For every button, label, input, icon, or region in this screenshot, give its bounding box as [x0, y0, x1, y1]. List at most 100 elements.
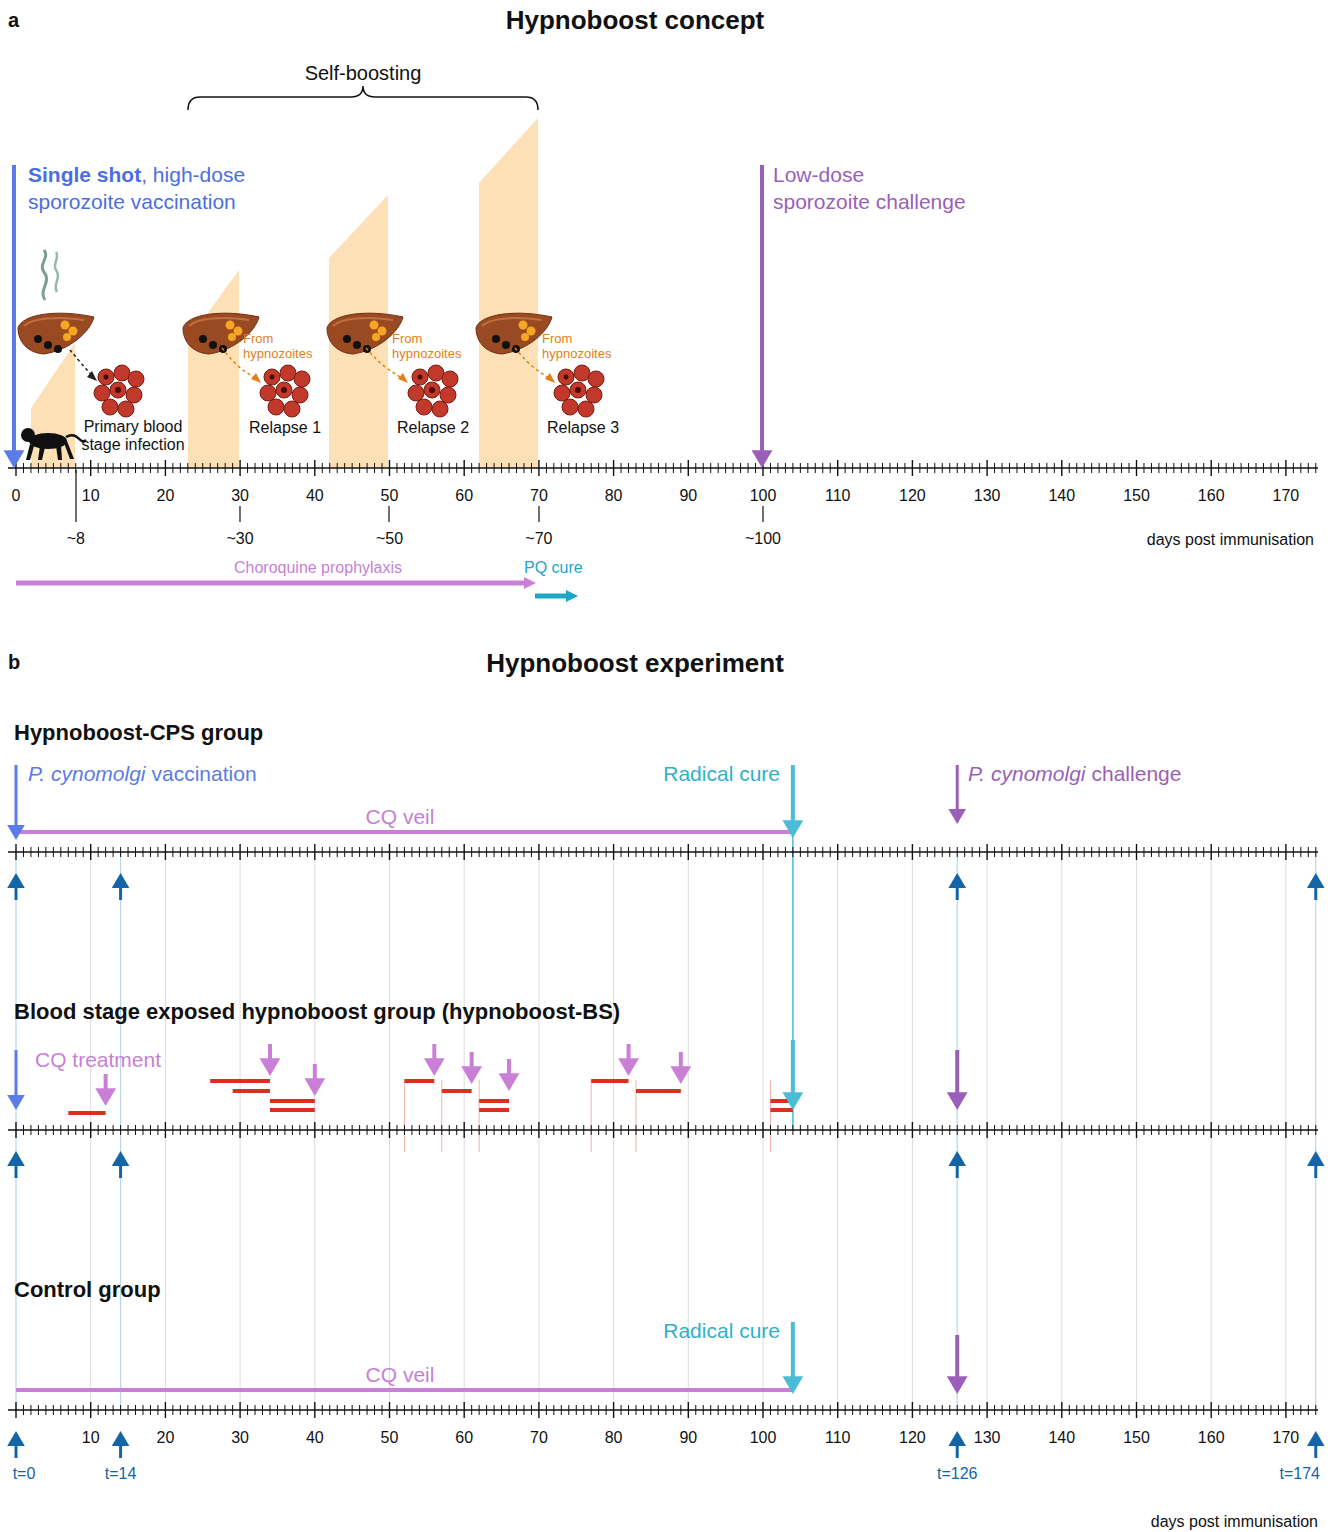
axis-tick	[1210, 1122, 1211, 1138]
axis-tick	[800, 1125, 801, 1135]
gridline	[538, 852, 539, 1410]
axis-tick	[733, 847, 734, 857]
axis-tick	[307, 463, 308, 473]
axis-tick	[1270, 463, 1271, 473]
axis-tick	[344, 847, 345, 857]
axis-tick	[718, 463, 719, 473]
axis-tick	[643, 847, 644, 857]
axis-tick	[449, 463, 450, 473]
cq-veil-bar	[16, 830, 793, 834]
parasitaemia-bar	[270, 1099, 315, 1103]
axis-tick	[1129, 847, 1130, 857]
axis-tick	[1263, 463, 1264, 473]
axis-tick	[897, 463, 898, 473]
axis-tick-label: Relapse 2	[397, 419, 469, 437]
axis-tick	[165, 1402, 166, 1418]
axis-tick	[68, 1125, 69, 1135]
axis-tick	[673, 463, 674, 473]
axis-tick	[538, 844, 539, 860]
axis-tick	[277, 463, 278, 473]
axis-tick-label: 110	[825, 1429, 851, 1447]
axis-tick	[1241, 847, 1242, 857]
axis-tick	[957, 1405, 958, 1415]
axis-tick	[247, 1125, 248, 1135]
hypnozoite-label: From hypnozoites	[392, 332, 472, 362]
axis-tick	[919, 463, 920, 473]
axis-tick	[919, 1405, 920, 1415]
axis-tick	[1181, 847, 1182, 857]
axis-tick	[90, 844, 91, 860]
axis-tick	[523, 463, 524, 473]
gridline	[389, 852, 390, 1410]
axis-tick	[1084, 1405, 1085, 1415]
axis-tick	[329, 847, 330, 857]
axis-tick	[927, 1125, 928, 1135]
axis-tick	[613, 460, 614, 476]
axis-tick	[23, 847, 24, 857]
axis-tick	[1241, 1405, 1242, 1415]
axis-tick	[1016, 1405, 1017, 1415]
axis-tick	[486, 847, 487, 857]
axis-tick	[1203, 1405, 1204, 1415]
axis-tick	[314, 1402, 315, 1418]
axis-tick	[53, 463, 54, 473]
axis-tick	[942, 463, 943, 473]
axis-tick	[344, 463, 345, 473]
axis-tick	[1166, 463, 1167, 473]
axis-tick	[441, 463, 442, 473]
axis-tick-label: 160	[1198, 487, 1225, 505]
axis-tick	[807, 1125, 808, 1135]
axis-tick	[322, 847, 323, 857]
timepoint-label: t=0	[13, 1465, 36, 1483]
axis-tick	[972, 1405, 973, 1415]
axis-tick	[837, 1122, 838, 1138]
axis-tick	[314, 844, 315, 860]
axis-tick	[591, 847, 592, 857]
panel-title: Hypnoboost concept	[506, 6, 765, 36]
timepoint-label: t=174	[1280, 1465, 1320, 1483]
sampling-arrow	[1314, 1445, 1317, 1458]
axis-tick	[785, 847, 786, 857]
axis-tick	[516, 847, 517, 857]
axis-tick-label: 40	[306, 487, 324, 505]
axis-tick	[1166, 1405, 1167, 1415]
axis-tick	[210, 1125, 211, 1135]
axis-tick	[785, 463, 786, 473]
stage-label: Primary blood stage infection	[71, 418, 196, 455]
axis-tick	[1099, 847, 1100, 857]
axis-tick	[516, 1405, 517, 1415]
vaccination-label: Single shot	[28, 163, 141, 187]
axis-tick	[1315, 1125, 1316, 1135]
axis-tick	[352, 847, 353, 857]
axis-tick	[471, 463, 472, 473]
radical-cure-label: Radical cure	[663, 1319, 780, 1343]
axis-tick-label: 80	[605, 487, 623, 505]
axis-tick	[710, 1405, 711, 1415]
axis-tick	[1091, 463, 1092, 473]
bar-guide	[591, 1080, 592, 1152]
axis-tick	[725, 1125, 726, 1135]
axis-tick	[180, 463, 181, 473]
axis-tick	[621, 1125, 622, 1135]
axis-tick	[98, 1125, 99, 1135]
axis-tick	[748, 463, 749, 473]
axis-tick	[1278, 847, 1279, 857]
axis-tick	[755, 463, 756, 473]
axis-tick	[411, 1125, 412, 1135]
axis-tick	[725, 463, 726, 473]
axis-tick-label: Relapse 3	[547, 419, 619, 437]
axis-tick	[120, 1125, 121, 1135]
axis-tick	[247, 1405, 248, 1415]
axis-tick-label: 170	[1273, 1429, 1300, 1447]
axis-tick	[1136, 1122, 1137, 1138]
axis-tick	[538, 460, 539, 476]
axis-tick	[740, 1405, 741, 1415]
axis-tick	[934, 1405, 935, 1415]
axis-tick	[509, 847, 510, 857]
axis-tick	[673, 1125, 674, 1135]
axis-tick	[598, 1405, 599, 1415]
axis-tick	[1099, 463, 1100, 473]
axis-tick	[695, 1405, 696, 1415]
axis-tick	[187, 463, 188, 473]
axis-tick	[367, 1405, 368, 1415]
